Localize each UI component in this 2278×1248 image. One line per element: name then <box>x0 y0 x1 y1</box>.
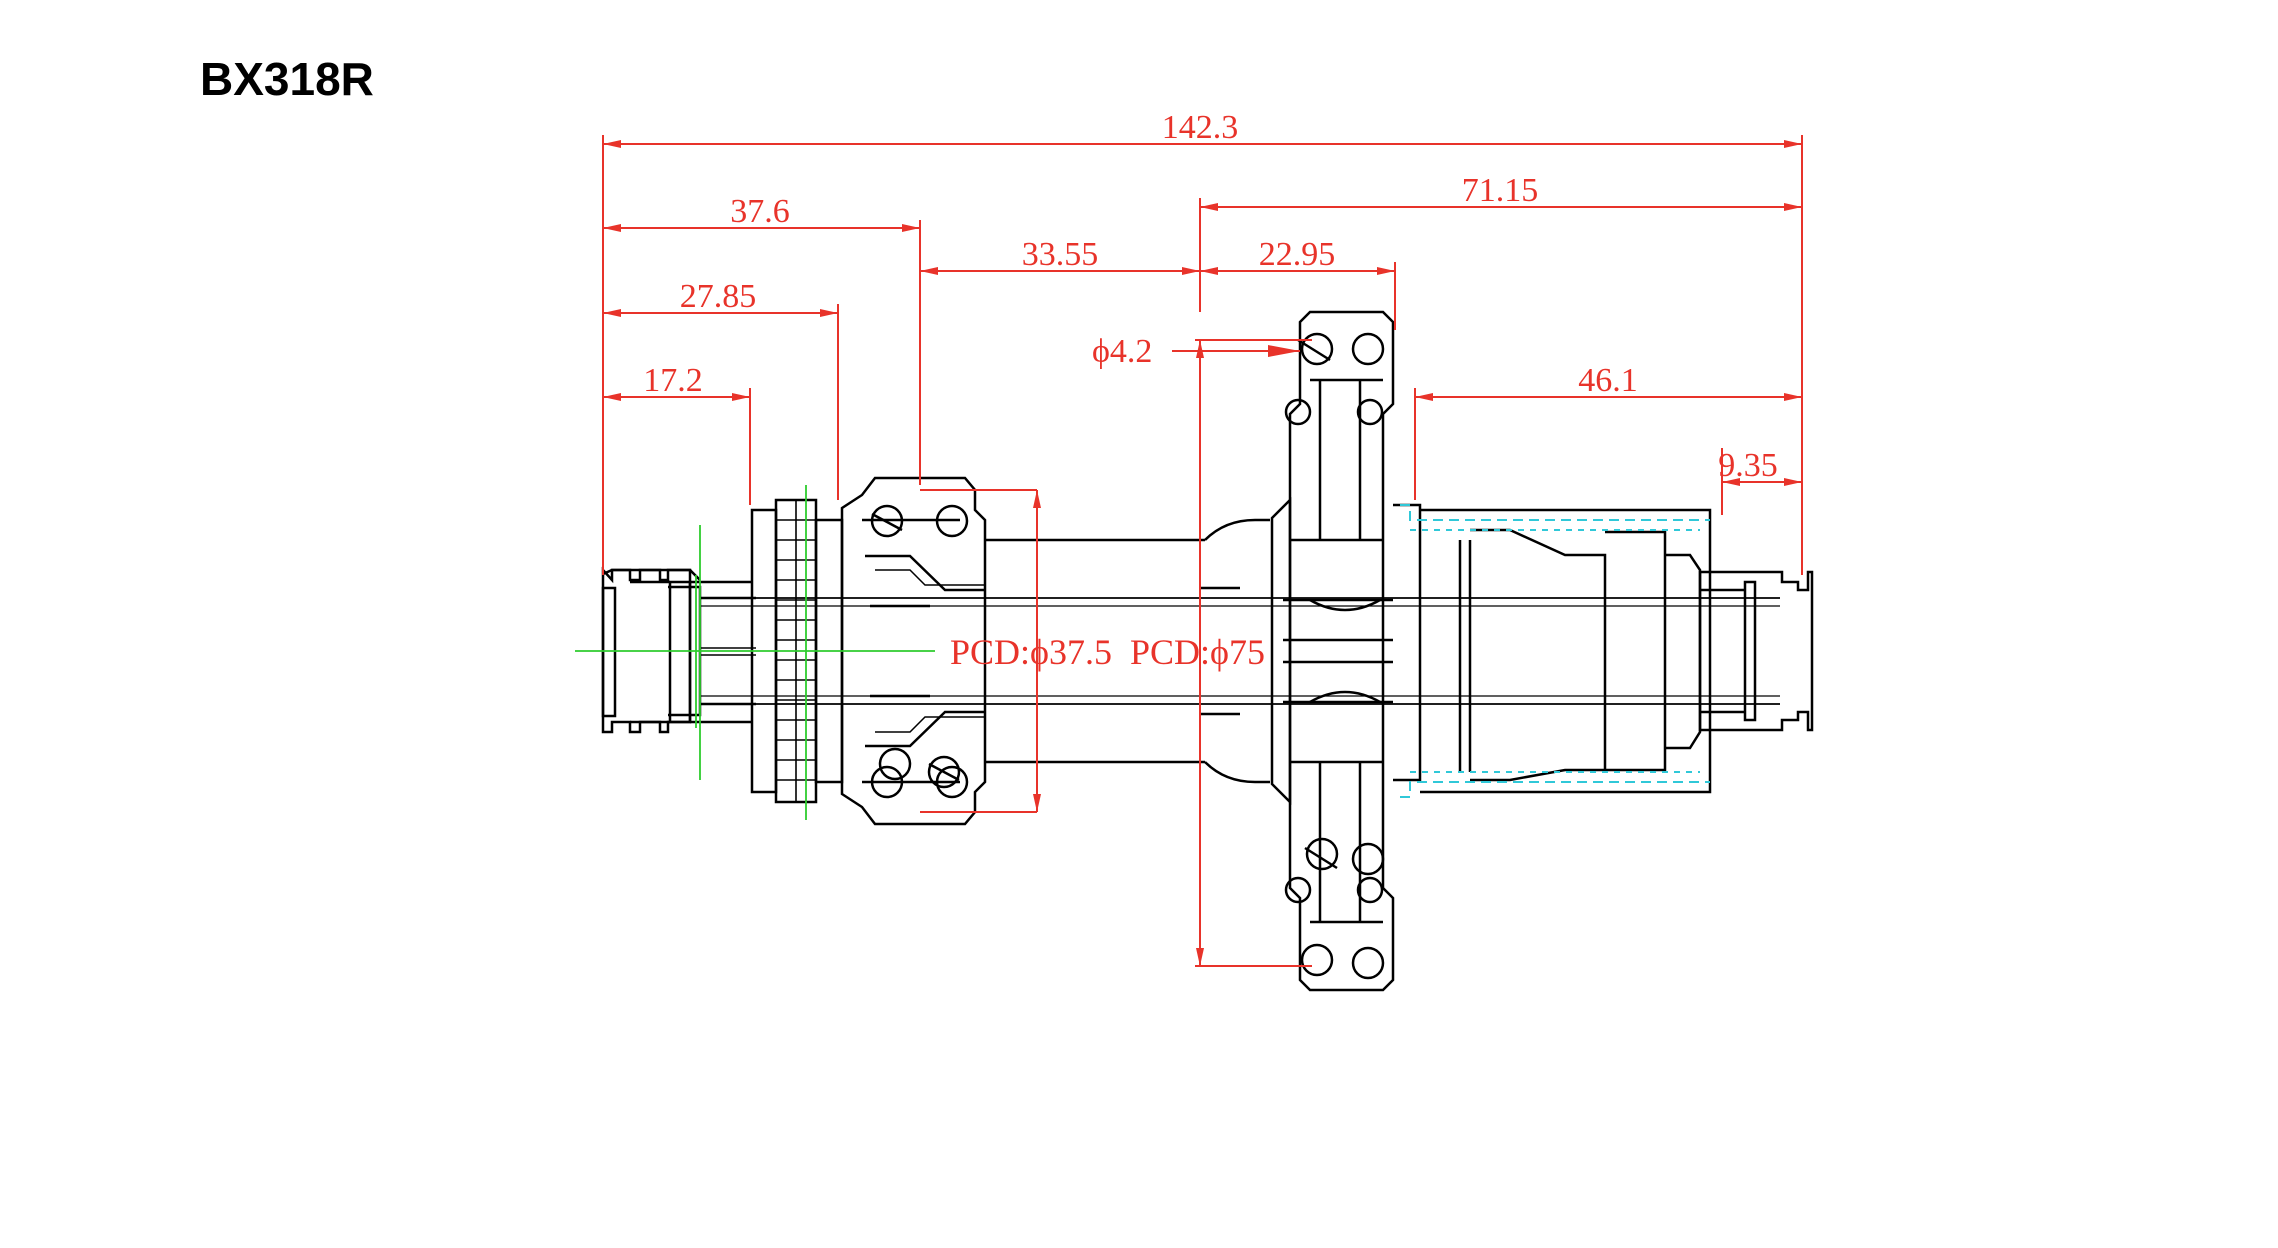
dimension-lines <box>602 135 1803 967</box>
pcd-right-label: PCD:ϕ75 <box>1130 632 1265 672</box>
dimension-arrows <box>603 140 1802 966</box>
part-number-title: BX318R <box>200 53 374 105</box>
dim-hole-diameter: ϕ4.2 <box>1092 333 1152 370</box>
dim-27-85: 27.85 <box>680 278 757 315</box>
dim-37-6: 37.6 <box>730 193 790 230</box>
dim-33-55: 33.55 <box>1022 236 1099 273</box>
center-lines <box>575 485 935 820</box>
dim-22-95: 22.95 <box>1259 236 1336 273</box>
hidden-lines <box>1400 504 1710 798</box>
dim-71-15: 71.15 <box>1462 172 1539 209</box>
dim-17-2: 17.2 <box>643 362 703 399</box>
dim-46-1: 46.1 <box>1578 362 1638 399</box>
pcd-left-label: PCD:ϕ37.5 <box>950 632 1112 672</box>
hub-outline <box>601 310 1814 992</box>
dim-overall-length: 142.3 <box>1162 109 1239 146</box>
dimension-labels: 142.3 37.6 27.85 17.2 33.55 22.95 71.15 … <box>643 109 1778 672</box>
dim-9-35: 9.35 <box>1718 447 1778 484</box>
